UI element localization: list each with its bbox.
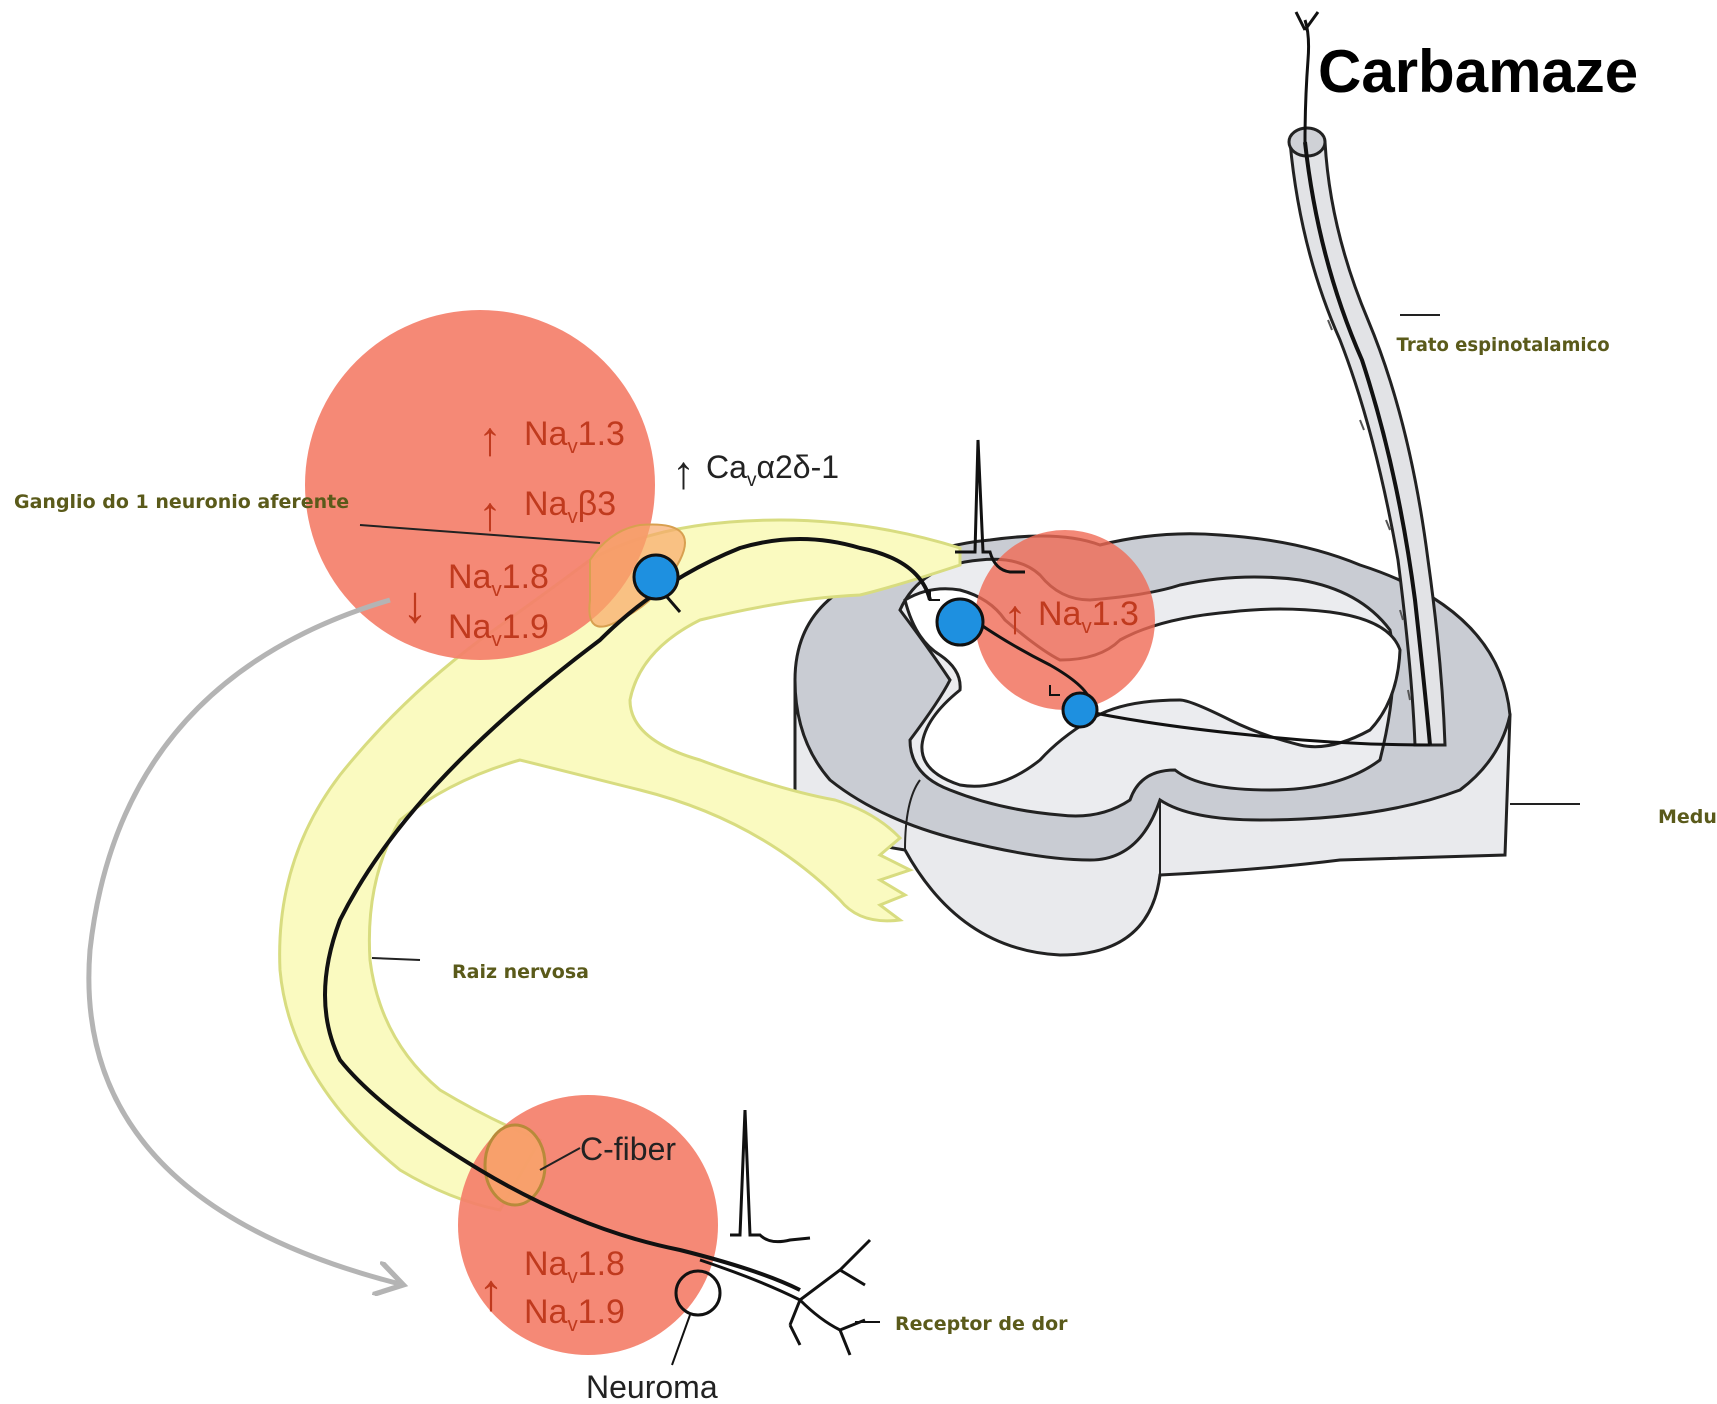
channel-cav-a2d1: Cavα2δ-1 [706, 449, 839, 491]
dorsal-horn-up-arrow: ↑ [1003, 591, 1027, 644]
receptor-branches [700, 1240, 870, 1355]
label-root: Raiz nervosa [452, 961, 589, 983]
neuroma-up-arrow: ↑ [478, 1264, 504, 1322]
label-c-fiber: C-fiber [580, 1131, 676, 1167]
label-ganglion: Ganglio do 1 neuronio aferente [14, 491, 349, 513]
ganglion-up-arrow-2: ↑ [478, 488, 502, 541]
cav-up-arrow: ↑ [672, 446, 695, 498]
label-receptor: Receptor de dor [895, 1313, 1068, 1335]
label-cord: Medula [1658, 806, 1717, 828]
neuroma-leader [672, 1315, 690, 1365]
spike-receptor [730, 1110, 810, 1242]
label-neuroma: Neuroma [586, 1369, 718, 1404]
diagram-title: Carbamaze [1318, 38, 1638, 105]
tract-axon-top [1296, 12, 1318, 142]
c-fiber-body [485, 1125, 545, 1205]
ganglion-up-arrow-1: ↑ [478, 413, 502, 466]
ganglion-neuron-dot [634, 555, 678, 599]
root-leader [372, 958, 420, 960]
projection-neuron-dot [1063, 693, 1097, 727]
ganglion-down-arrow: ↓ [402, 576, 428, 634]
dorsal-horn-neuron-dot [937, 599, 983, 645]
label-tract: Trato espinotalamico [1397, 335, 1610, 357]
